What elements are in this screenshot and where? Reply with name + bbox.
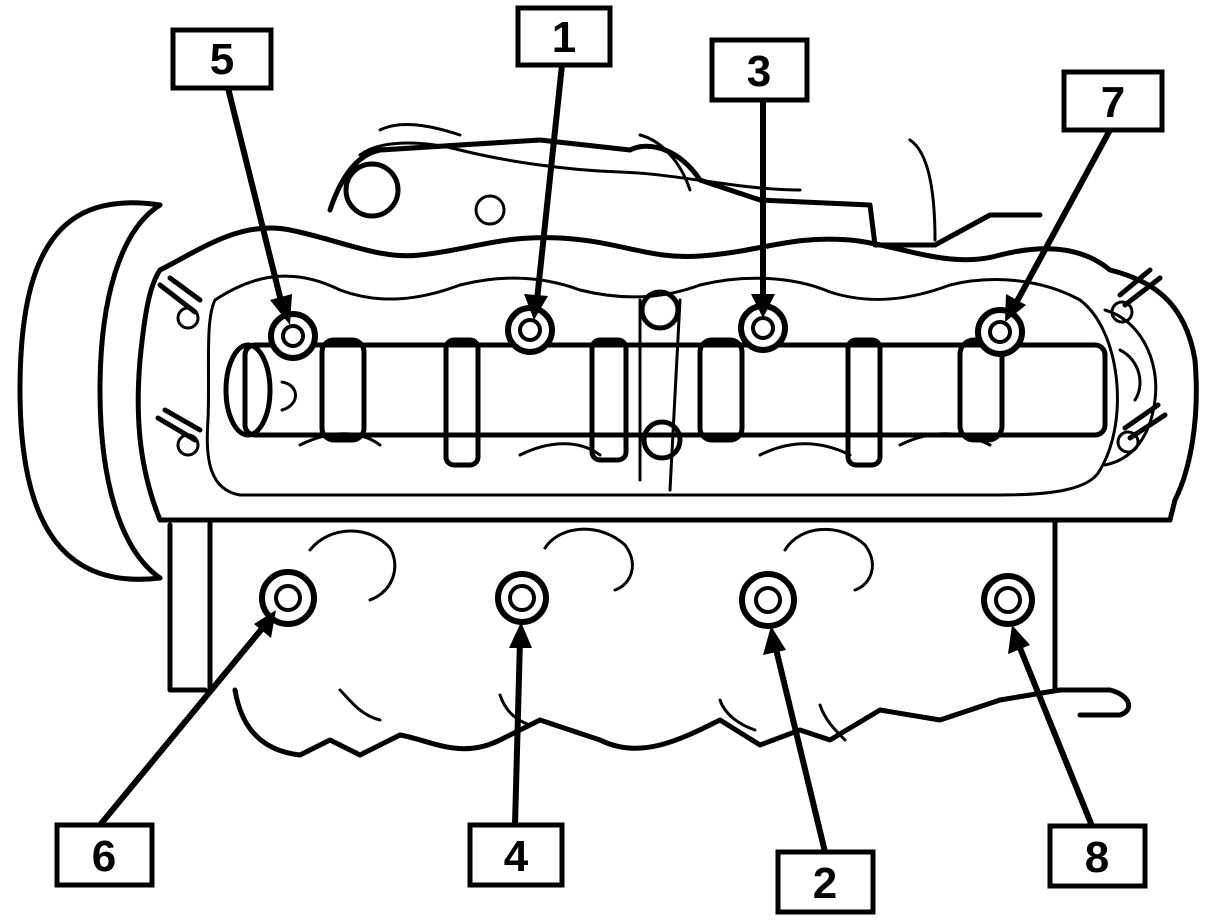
leader-4 xyxy=(512,637,523,828)
label-4: 4 xyxy=(467,822,565,888)
label-5-box xyxy=(170,27,274,91)
intake-bolt xyxy=(474,194,506,226)
label-5-text: 5 xyxy=(210,35,234,84)
arrowhead-6 xyxy=(254,610,276,638)
label-6-box xyxy=(54,822,155,888)
timing-cover-edge xyxy=(97,202,163,581)
leader-7 xyxy=(1012,127,1113,308)
timing-cover xyxy=(17,200,163,582)
label-4-box xyxy=(467,822,565,888)
right-end-cover xyxy=(1103,308,1158,467)
label-2: 2 xyxy=(775,849,876,915)
corner-stud-lower-right-head xyxy=(1116,430,1140,454)
label-3: 3 xyxy=(709,37,810,103)
center-divider xyxy=(638,298,682,492)
head-outer-outline xyxy=(135,225,1199,523)
intake-outline xyxy=(327,137,1043,248)
label-2-box xyxy=(775,849,876,915)
label-6: 6 xyxy=(54,822,155,888)
label-3-box xyxy=(709,37,810,103)
bolt-6-center xyxy=(274,584,302,612)
head-inner-rail xyxy=(205,274,1119,497)
right-end-cover-inner xyxy=(1118,348,1142,402)
arrowhead-5 xyxy=(270,294,292,325)
leader-lines xyxy=(97,62,1113,855)
intake-runner xyxy=(378,123,937,242)
label-1-text: 1 xyxy=(552,13,576,62)
label-7-box xyxy=(1061,69,1165,133)
bolt-5-center xyxy=(281,324,305,348)
corner-stud-upper-left-head xyxy=(176,306,200,330)
block-outline xyxy=(167,517,1058,693)
label-6-text: 6 xyxy=(92,832,116,881)
leader-8 xyxy=(1015,640,1095,829)
leader-6 xyxy=(97,622,268,828)
oil-pan-ribs xyxy=(338,688,847,742)
arrowhead-8 xyxy=(1008,625,1030,654)
bolt-3-center xyxy=(751,316,775,340)
bolt-7-center xyxy=(988,320,1012,344)
label-3-text: 3 xyxy=(747,47,771,96)
center-stud xyxy=(639,289,681,331)
label-7-text: 7 xyxy=(1101,78,1125,127)
intake-pipe xyxy=(358,141,802,192)
cam-lobe xyxy=(697,337,745,443)
bolt-4-center xyxy=(508,584,536,612)
label-1-box xyxy=(515,5,613,68)
label-2-text: 2 xyxy=(813,859,837,908)
arrowhead-4 xyxy=(509,622,532,648)
engine-illustration xyxy=(17,123,1199,758)
fuel-fitting xyxy=(343,161,401,219)
leader-5 xyxy=(225,85,285,308)
bolt-8-center xyxy=(994,586,1022,614)
journal-lower-waves xyxy=(298,432,992,457)
camshaft-end xyxy=(223,342,273,438)
label-8-text: 8 xyxy=(1085,833,1109,882)
arrowhead-3 xyxy=(751,294,775,318)
corner-stud-upper-right xyxy=(1117,267,1163,308)
label-1: 1 xyxy=(515,5,613,68)
label-5: 5 xyxy=(170,27,274,91)
corner-stud-lower-left-head xyxy=(176,433,200,457)
leader-1 xyxy=(534,62,565,303)
label-8-box xyxy=(1047,823,1148,889)
bolt-1-center xyxy=(518,318,542,342)
cam-lobe xyxy=(845,337,883,468)
cam-lobe xyxy=(589,337,629,463)
cam-lobe xyxy=(319,337,367,443)
head-bolts xyxy=(259,303,1035,629)
center-stud xyxy=(641,419,683,461)
bolt-2-center xyxy=(754,586,782,614)
label-4-text: 4 xyxy=(504,832,529,881)
label-7: 7 xyxy=(1061,69,1165,133)
arrowhead-2 xyxy=(763,626,786,655)
oil-pan xyxy=(232,687,1132,758)
camshaft-body xyxy=(242,342,1108,438)
arrowhead-7 xyxy=(1005,294,1026,322)
leader-2 xyxy=(772,642,828,855)
block-bore-arcs xyxy=(308,527,874,602)
label-8: 8 xyxy=(1047,823,1148,889)
camshaft-keyway xyxy=(280,380,297,412)
arrowhead-1 xyxy=(524,294,548,320)
cam-lobe xyxy=(443,337,481,468)
corner-stud-upper-left xyxy=(157,275,203,315)
